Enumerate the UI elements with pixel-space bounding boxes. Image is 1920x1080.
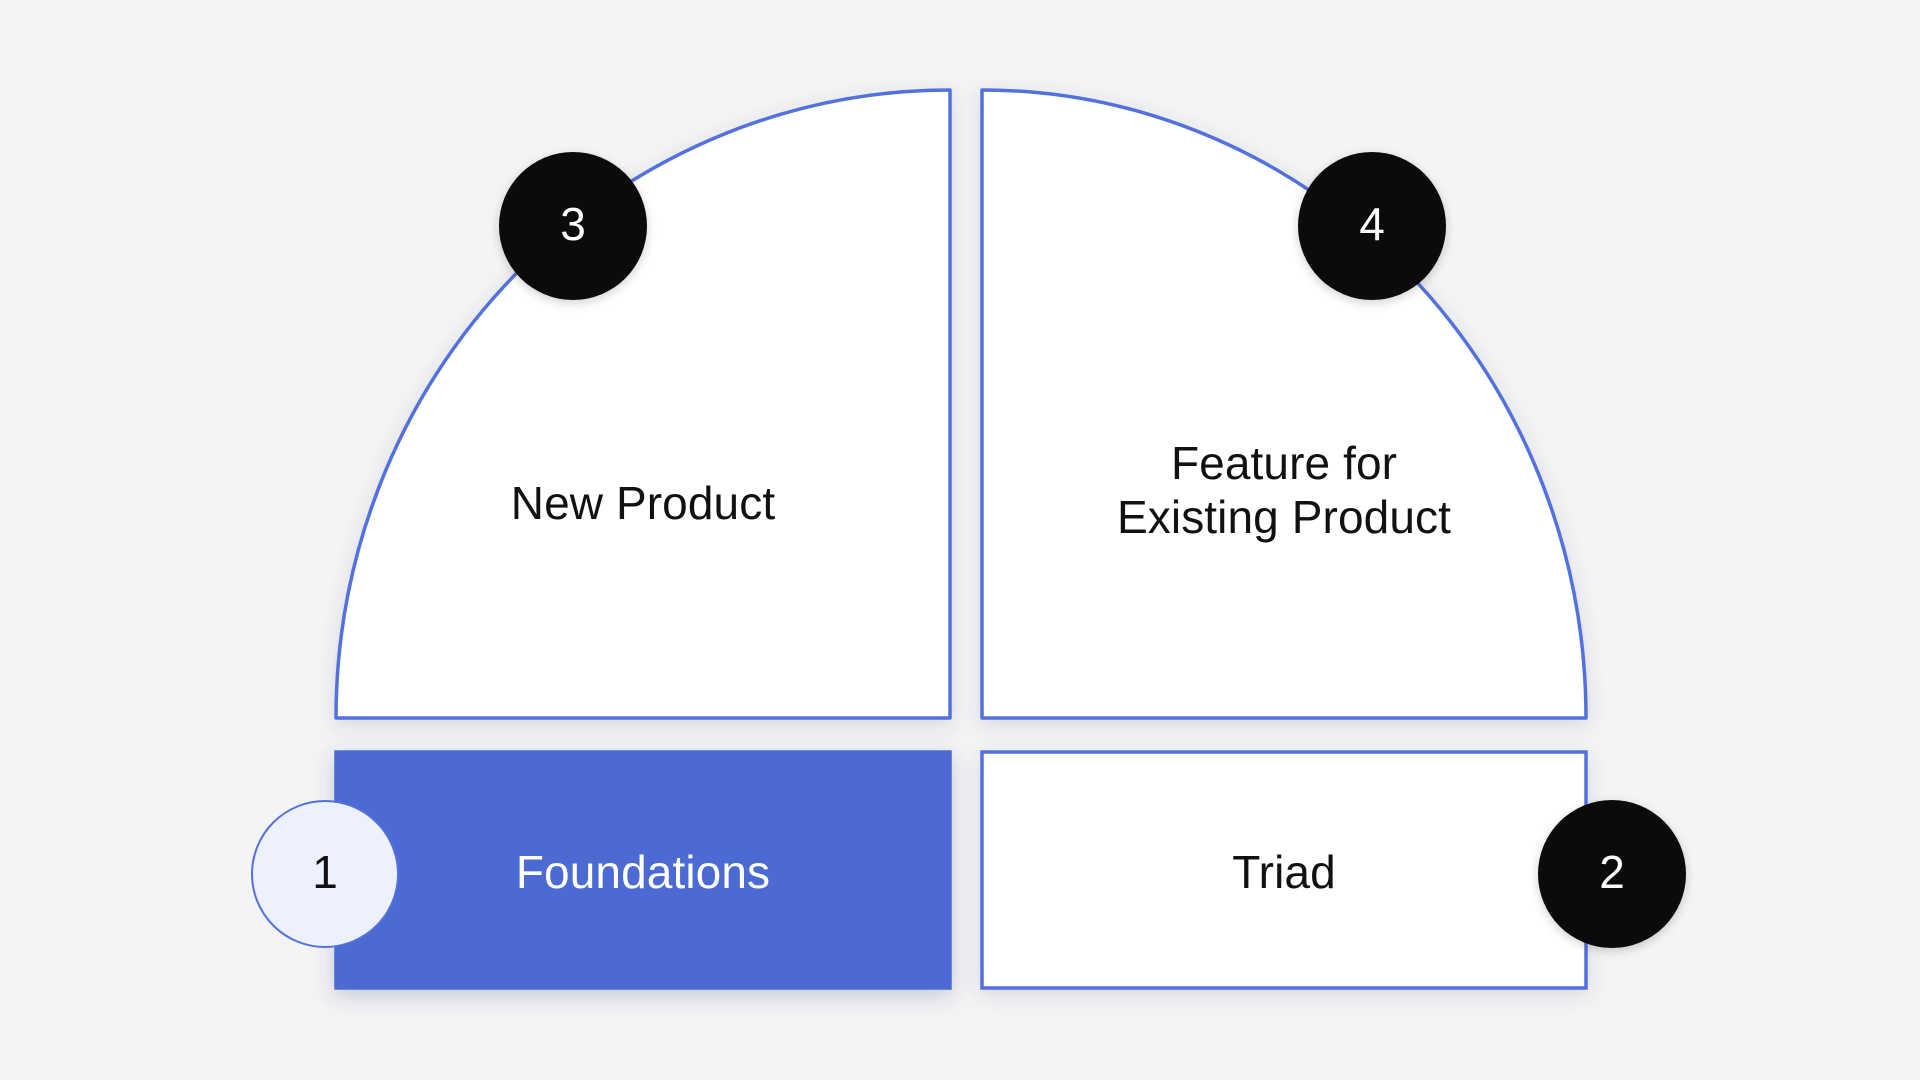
step-badge-3-number: 3	[560, 198, 586, 250]
step-badge-1[interactable]: 1	[251, 800, 399, 948]
step-badge-2[interactable]: 2	[1538, 800, 1686, 948]
shape-feature-existing-product[interactable]	[980, 88, 1588, 720]
shape-label-new-product: New Product	[510, 477, 776, 529]
step-badge-3[interactable]: 3	[499, 152, 647, 300]
shape-label-triad: Triad	[1232, 846, 1336, 898]
shape-label-foundations: Foundations	[515, 846, 771, 898]
step-badge-1-number: 1	[312, 846, 338, 898]
step-badge-2-number: 2	[1599, 846, 1625, 898]
shape-foundations[interactable]	[334, 750, 952, 990]
step-badge-4-number: 4	[1359, 198, 1385, 250]
shape-new-product[interactable]	[334, 88, 952, 720]
shape-label-feature-existing-product: Feature for Existing Product	[1117, 437, 1451, 544]
step-badge-4[interactable]: 4	[1298, 152, 1446, 300]
